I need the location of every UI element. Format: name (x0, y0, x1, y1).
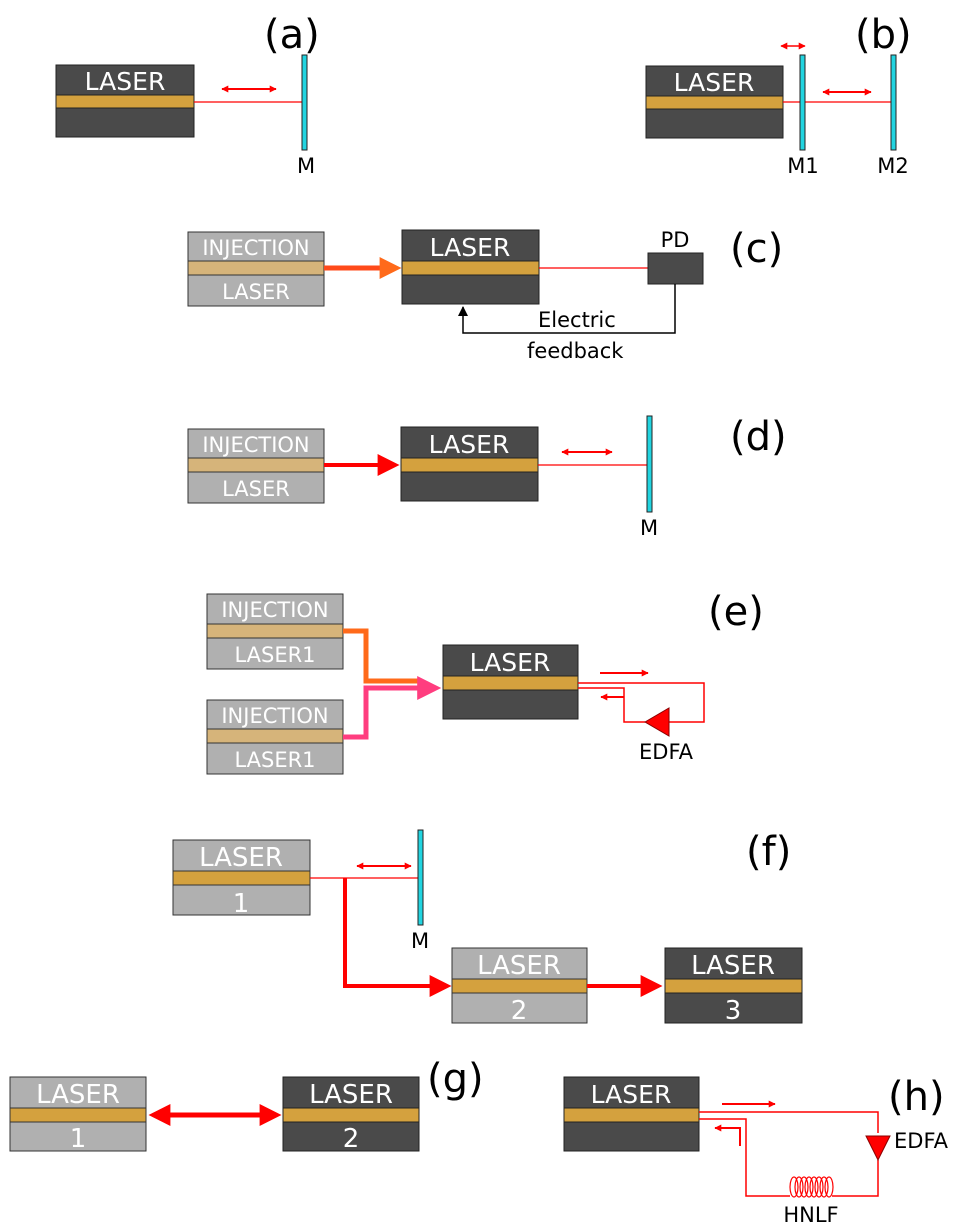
mirror-d-label: M (640, 516, 658, 540)
laser-a: LASER (55, 64, 195, 138)
edfa-h-icon (865, 1135, 891, 1162)
laser-f3: LASER 3 (664, 947, 803, 1026)
edfa-h-label: EDFA (894, 1129, 949, 1153)
laser-g1: LASER 1 (9, 1076, 147, 1154)
feedback-loop-e-top (578, 682, 705, 723)
laser-d: LASER (400, 426, 539, 502)
injection-d-bottom: LASER (222, 477, 290, 501)
injection-e1-top: INJECTION (221, 598, 328, 622)
injection-e2-bottom: LASER1 (234, 748, 315, 772)
feedback-loop-e-bottom (578, 687, 645, 723)
laser-b: LASER (645, 65, 784, 139)
panel-h: (h) LASER EDFA HNLF (563, 1074, 949, 1226)
laser-f1-number: 1 (233, 889, 250, 919)
laser-g2: LASER 2 (282, 1076, 420, 1154)
mirror-f (417, 829, 424, 926)
return-arrow-h (714, 1124, 741, 1146)
panel-c: (c) INJECTION LASER LASER PD Electric fe… (187, 226, 783, 363)
ring-h-left (699, 1118, 790, 1197)
laser-b-label: LASER (674, 68, 755, 97)
ring-h-top (699, 1111, 879, 1133)
laser-g1-number: 1 (70, 1124, 87, 1154)
laser-f1: LASER 1 (172, 839, 311, 919)
panel-d: (d) INJECTION LASER LASER M (187, 414, 787, 540)
panel-g-label: (g) (427, 1056, 484, 1102)
panel-b-label: (b) (855, 12, 912, 58)
laser-f2: LASER 2 (451, 947, 588, 1026)
electric-feedback-line (458, 284, 676, 334)
injection-d-top: INJECTION (202, 433, 309, 457)
panel-f: (f) LASER 1 M LASER 2 LASER 3 (172, 829, 803, 1026)
laser-c-label: LASER (430, 233, 511, 262)
laser-e-label: LASER (470, 648, 551, 677)
injection-laser-e2: INJECTION LASER1 (206, 699, 344, 775)
injection-e1-bottom: LASER1 (234, 643, 315, 667)
feedback-label-line2: feedback (527, 339, 624, 363)
laser-c: LASER (401, 229, 540, 305)
panel-b: (b) LASER M1 M2 (645, 12, 912, 178)
laser-f2-label: LASER (477, 951, 561, 981)
injection-path-f (343, 878, 452, 997)
laser-a-label: LASER (85, 67, 166, 96)
mirror-m1-label: M1 (787, 154, 818, 178)
laser-f2-number: 2 (511, 996, 528, 1026)
panel-a: (a) LASER M (55, 12, 320, 178)
edfa-e-label: EDFA (639, 740, 694, 764)
mirror-d (646, 415, 653, 513)
panel-g: (g) LASER 1 LASER 2 (9, 1056, 484, 1154)
mirror-a-label: M (297, 154, 315, 178)
injection-c-bottom: LASER (222, 280, 290, 304)
mirror-a (301, 54, 308, 151)
injection-path-e1 (343, 628, 420, 684)
laser-g2-number: 2 (343, 1124, 360, 1154)
mirror-m2-label: M2 (877, 154, 908, 178)
injection-path-e2 (343, 676, 442, 740)
edfa-e-icon (644, 707, 670, 737)
hnlf-label: HNLF (783, 1203, 838, 1226)
injection-laser-d: INJECTION LASER (187, 428, 325, 504)
panel-e-label: (e) (708, 589, 764, 635)
panel-e: (e) INJECTION LASER1 INJECTION LASER1 LA… (206, 589, 764, 775)
feedback-label-line1: Electric (538, 308, 616, 332)
photodiode-label: PD (661, 228, 690, 252)
panel-c-label: (c) (730, 226, 783, 272)
laser-f1-label: LASER (199, 843, 283, 873)
laser-h: LASER (563, 1076, 700, 1152)
ring-h-right (832, 1160, 879, 1197)
laser-g2-label: LASER (309, 1080, 393, 1110)
photodiode (647, 252, 704, 285)
panel-a-label: (a) (264, 12, 320, 58)
laser-d-label: LASER (429, 430, 510, 459)
hnlf-coil-icon (789, 1176, 834, 1198)
laser-h-label: LASER (591, 1080, 672, 1109)
panel-h-label: (h) (888, 1074, 945, 1120)
injection-e2-top: INJECTION (221, 704, 328, 728)
mirror-f-label: M (411, 929, 429, 953)
laser-e: LASER (442, 644, 579, 720)
mirror-m2 (890, 54, 897, 151)
injection-laser-e1: INJECTION LASER1 (206, 593, 344, 670)
laser-f3-label: LASER (691, 951, 775, 981)
laser-g1-label: LASER (36, 1080, 120, 1110)
injection-laser-c: INJECTION LASER (187, 231, 325, 307)
panel-f-label: (f) (746, 829, 791, 875)
laser-f3-number: 3 (725, 996, 742, 1026)
injection-c-top: INJECTION (202, 236, 309, 260)
mirror-m1 (799, 54, 806, 151)
panel-d-label: (d) (730, 414, 787, 460)
